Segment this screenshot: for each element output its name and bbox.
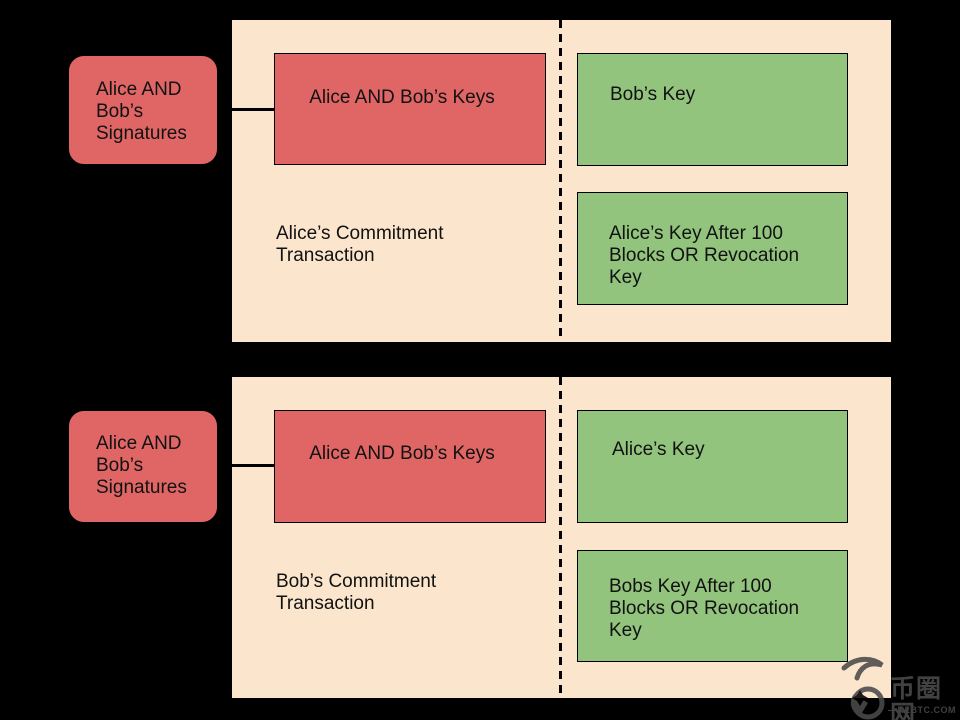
alice-panel-divider-dashed-line [559, 20, 562, 342]
alice-output-box-bottom [577, 192, 848, 305]
watermark: 币圈网 —NLBTC.COM [830, 650, 960, 720]
bob-multisig-keys-box [274, 410, 546, 523]
watermark-logo-icon [841, 656, 885, 720]
bob-panel-divider-dashed-line [559, 377, 562, 698]
bob-output-box-top [577, 410, 848, 523]
alice-signatures-box [68, 55, 218, 165]
alice-panel-title: Alice’s Commitment Transaction [276, 223, 444, 266]
alice-multisig-keys-box [274, 53, 546, 165]
bob-connector-line [218, 464, 275, 467]
alice-output-top-label: Bob’s Key [610, 84, 696, 105]
alice-multisig-keys-label: Alice AND Bob’s Keys [309, 87, 495, 108]
bob-output-top-label: Alice’s Key [612, 439, 705, 460]
watermark-site-url: —NLBTC.COM [888, 705, 956, 715]
alice-output-bottom-label: Alice’s Key After 100 Blocks OR Revocati… [609, 223, 800, 288]
bob-signatures-box [68, 410, 218, 523]
alice-signatures-label: Alice AND Bob’s Signatures [96, 79, 187, 144]
bob-output-box-bottom [577, 550, 848, 662]
watermark-site-name: 币圈网 [890, 675, 943, 720]
bob-signatures-label: Alice AND Bob’s Signatures [96, 433, 187, 498]
bob-multisig-keys-label: Alice AND Bob’s Keys [309, 443, 495, 464]
alice-output-box-top [577, 53, 848, 166]
bob-panel-title: Bob’s Commitment Transaction [276, 571, 437, 614]
bob-output-bottom-label: Bobs Key After 100 Blocks OR Revocation … [609, 576, 800, 641]
alice-connector-line [218, 108, 275, 111]
